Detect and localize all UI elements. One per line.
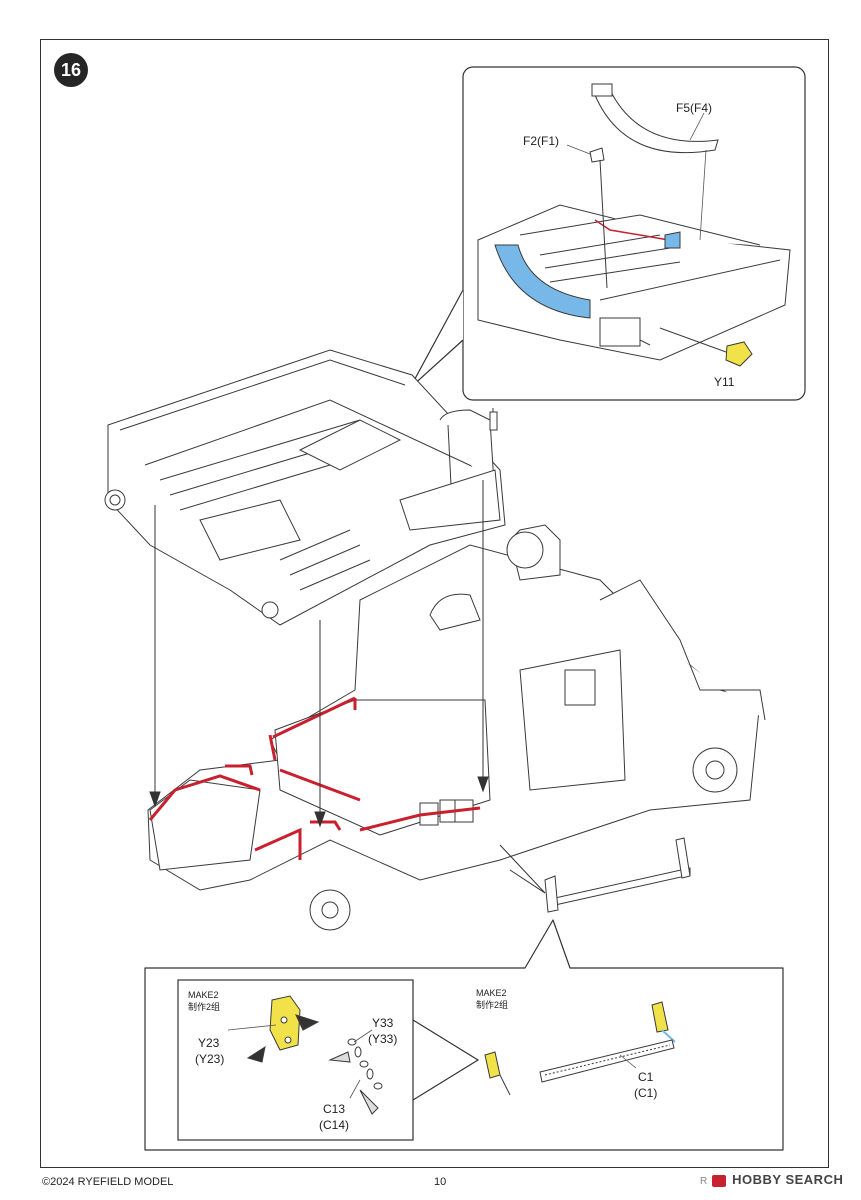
- make-label-en: MAKE2: [188, 990, 219, 1000]
- label-y11: Y11: [714, 375, 735, 389]
- label-y33: Y33: [372, 1016, 394, 1030]
- label-c1-alt: (C1): [634, 1086, 658, 1100]
- step-running-board: [544, 837, 691, 913]
- label-c1: C1: [638, 1070, 654, 1084]
- bottom-leader-lines: [227, 1024, 637, 1099]
- inset-f5-part: [591, 83, 719, 154]
- watermark: HOBBY SEARCH: [712, 1172, 843, 1187]
- label-f5: F5(F4): [676, 101, 712, 115]
- label-c13: C13: [323, 1102, 346, 1116]
- label-y33-alt: (Y33): [368, 1032, 398, 1046]
- make-label-cn: 制作2组: [188, 1002, 221, 1012]
- assembly-arrows: [149, 480, 546, 894]
- step-board-c1: [539, 1039, 675, 1083]
- bracket-y23: [246, 995, 320, 1063]
- watermark-text: HOBBY SEARCH: [732, 1172, 844, 1187]
- footer-model-name: R: [700, 1176, 708, 1187]
- page-number: 10: [434, 1176, 447, 1188]
- chain-y33: [328, 1038, 383, 1115]
- lower-chassis: [147, 524, 766, 931]
- left-bracket-assembly: [484, 1001, 676, 1096]
- make-label-cn-right: 制作2组: [476, 1000, 509, 1010]
- inset-f2-part: [589, 147, 608, 289]
- label-y23-alt: (Y23): [195, 1052, 225, 1066]
- upper-hull-section: [104, 349, 506, 626]
- make-label-en-right: MAKE2: [476, 988, 507, 998]
- page-frame: [40, 39, 829, 1168]
- label-c14: (C14): [319, 1118, 350, 1132]
- watermark-logo-icon: [712, 1174, 726, 1187]
- inset-leader-lines: [566, 112, 707, 241]
- bottom-inset-panel: [144, 919, 784, 1151]
- inset-hull-part: [477, 204, 791, 361]
- copyright-text: ©2024 RYEFIELD MODEL: [42, 1176, 174, 1188]
- inset-y11-part: [659, 327, 753, 367]
- label-y23: Y23: [198, 1036, 220, 1050]
- label-f2: F2(F1): [523, 134, 559, 148]
- blue-floor-part: [494, 244, 591, 319]
- step-number-badge: 16: [54, 53, 88, 87]
